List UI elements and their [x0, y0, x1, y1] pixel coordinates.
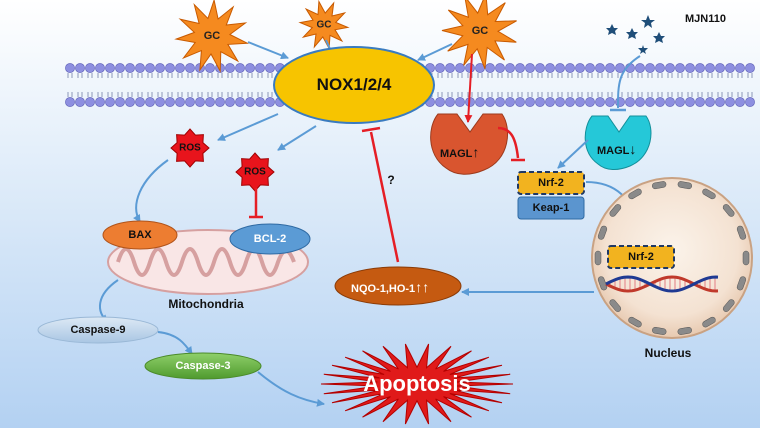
nox-label: NOX1/2/4 — [316, 75, 392, 94]
arrow-gc1-nox — [247, 41, 289, 60]
arrow-caspase3-apoptosis — [257, 371, 325, 407]
ros-burst-right — [235, 152, 275, 192]
arrow-gc3-magl — [464, 53, 473, 123]
inhibit-enzymes-nox-bar — [361, 126, 381, 133]
dna-helix — [605, 275, 719, 293]
apoptosis-label: Apoptosis — [363, 371, 471, 396]
arrow-nox-ros2 — [277, 125, 317, 151]
ros-burst-left — [170, 128, 210, 168]
mitochondria-label: Mitochondria — [168, 297, 244, 311]
bcl2-label: BCL-2 — [253, 233, 287, 245]
caspase3-label: Caspase-3 — [175, 360, 231, 372]
enzymes-text: NQO-1,HO-1 — [351, 283, 416, 295]
bax-label: BAX — [128, 229, 152, 241]
bcl2-protein — [229, 223, 311, 255]
arrow-nox-ros1 — [217, 113, 279, 141]
mjn110-label: MJN110 — [685, 13, 726, 25]
enzymes-label: NQO-1,HO-1↑↑ — [351, 279, 429, 295]
magl-right — [584, 115, 652, 170]
nucleus-label: Nucleus — [644, 346, 692, 360]
gc-label-middle: GC — [316, 19, 332, 31]
nrf2-box — [517, 171, 585, 195]
nrf2-nucleus-box — [607, 245, 675, 269]
inhibit-mjn110-magl — [617, 55, 641, 109]
arrow-mito-caspase9 — [99, 279, 119, 323]
gc-label-right: GC — [471, 25, 489, 37]
magl-up-arrow: ↑ — [472, 144, 480, 160]
magl-left-label: MAGL↑ — [440, 144, 479, 160]
bax-protein — [102, 220, 178, 250]
nqo1-ho1-shape — [334, 266, 462, 306]
gc-label-left: GC — [203, 30, 221, 42]
keap1-label: Keap-1 — [532, 202, 570, 214]
arrow-magl-nrf2 — [557, 139, 589, 169]
gc-burst-middle — [298, 0, 350, 51]
magl-down-arrow: ↓ — [629, 141, 637, 157]
mjn110-molecules — [606, 15, 665, 54]
caspase9-label: Caspase-9 — [70, 324, 126, 336]
inhibit-enzymes-nox — [369, 131, 400, 263]
nox-enzyme — [273, 46, 435, 124]
caspase9-shape — [37, 316, 159, 344]
magl-right-text: MAGL — [597, 145, 630, 157]
ros-label-left: ROS — [179, 142, 201, 154]
arrow-gc3-nox — [417, 43, 453, 61]
magl-right-label: MAGL↓ — [597, 141, 636, 157]
gc-burst-right — [441, 0, 517, 69]
keap1-box — [517, 196, 585, 220]
nrf2-label: Nrf-2 — [538, 177, 564, 189]
magl-left — [430, 113, 509, 175]
gc-burst-left — [174, 0, 250, 73]
arrow-caspase9-caspase3 — [157, 331, 193, 355]
arrow-ros1-bax — [133, 159, 169, 223]
question-mark: ? — [387, 173, 395, 187]
magl-left-text: MAGL — [440, 148, 473, 160]
inhibit-magl-nrf2 — [497, 126, 520, 159]
apoptosis-burst — [320, 343, 514, 425]
ros-label-right: ROS — [244, 166, 266, 178]
caspase3-shape — [144, 352, 262, 380]
enzymes-arrows: ↑↑ — [415, 279, 430, 295]
nrf2-nucleus-label: Nrf-2 — [628, 251, 654, 263]
